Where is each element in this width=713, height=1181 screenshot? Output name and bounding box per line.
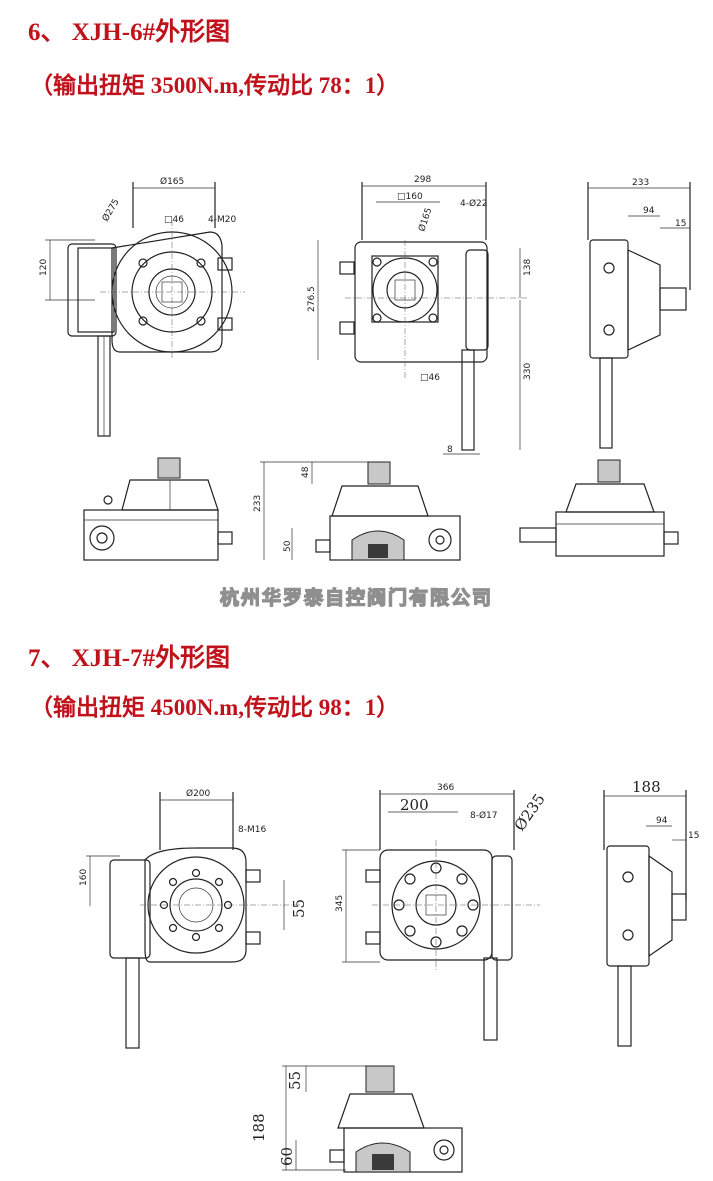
dim-w15: 15 <box>675 219 686 229</box>
dim-d165b: Ø165 <box>416 206 434 232</box>
dim-w94: 94 <box>643 206 655 216</box>
dim-w366: 366 <box>437 783 454 793</box>
dim-h50: 50 <box>283 540 293 552</box>
dim-d165a: Ø165 <box>160 176 184 187</box>
dim-h330: 330 <box>523 363 533 380</box>
xjh6-elevation-middle: 233 48 50 <box>253 461 461 561</box>
dim-d22: 4-Ø22 <box>460 198 488 209</box>
dim-w188: 188 <box>632 778 661 796</box>
xjh7-front-view: Ø200 8-M16 160 55 <box>79 788 308 1049</box>
xjh7-top-view: 366 200 8-Ø17 Ø235 345 <box>335 783 549 1041</box>
xjh6-side-view: 233 94 15 <box>587 178 691 449</box>
dim-d235: Ø235 <box>511 790 549 834</box>
dim-sq46a: □46 <box>164 215 184 225</box>
dim-w15b: 15 <box>688 831 699 841</box>
xjh7-elevation-bottom: 55 188 60 <box>250 1065 463 1173</box>
xjh6-front-view: Ø165 Ø275 □46 4-M20 120 <box>39 176 245 437</box>
dim-w200: 200 <box>400 796 429 814</box>
section7-subtitle: （输出扭矩 4500N.m,传动比 98：1） <box>30 695 400 720</box>
dim-w233: 233 <box>632 178 649 188</box>
section6-subtitle: （输出扭矩 3500N.m,传动比 78：1） <box>30 73 400 98</box>
watermark: 杭州华罗泰自控阀门有限公司 <box>219 586 493 609</box>
dim-h55a: 55 <box>290 899 308 918</box>
dim-h48: 48 <box>301 466 311 478</box>
dim-m20: 4-M20 <box>208 215 236 225</box>
dim-h120: 120 <box>39 259 49 276</box>
dim-h276: 276.5 <box>307 286 317 312</box>
dim-h55b: 55 <box>286 1071 304 1090</box>
dim-h138: 138 <box>523 259 533 276</box>
xjh6-elevation-left <box>83 457 233 561</box>
dim-d275: Ø275 <box>100 197 122 224</box>
dim-h188: 188 <box>250 1113 268 1142</box>
dim-d200a: Ø200 <box>186 788 211 799</box>
xjh7-side-view: 188 94 15 <box>603 778 699 1047</box>
dim-sq160: □160 <box>397 192 423 202</box>
dim-sq46b: □46 <box>420 373 440 383</box>
dim-w298: 298 <box>414 175 431 185</box>
dim-h160: 160 <box>79 869 89 886</box>
dim-d17: 8-Ø17 <box>470 810 498 821</box>
xjh6-top-view: 298 □160 Ø165 4-Ø22 276.5 138 330 □46 8 <box>307 175 533 455</box>
xjh6-elevation-right <box>519 459 679 557</box>
dim-m16: 8-M16 <box>238 825 266 835</box>
section7-title: 7、 XJH-7#外形图 <box>28 645 231 672</box>
dim-h60: 60 <box>278 1147 296 1166</box>
dim-h233: 233 <box>253 495 263 512</box>
dim-w8: 8 <box>447 445 453 455</box>
dim-w94b: 94 <box>656 816 668 826</box>
section6-title: 6、 XJH-6#外形图 <box>28 19 231 46</box>
dim-h345: 345 <box>335 895 345 912</box>
